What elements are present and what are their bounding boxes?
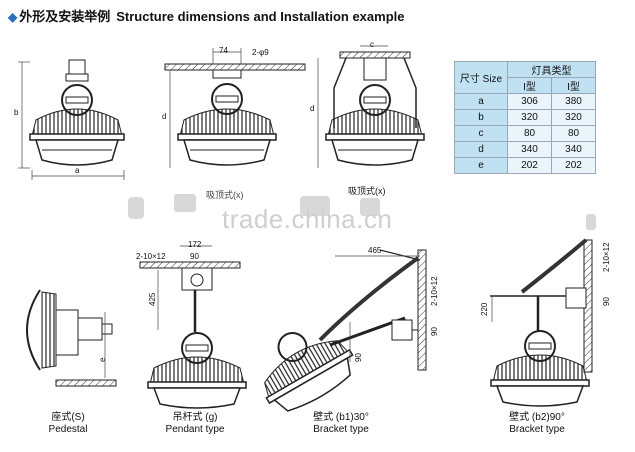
caption-pendant-zh: 吊杆式 (g) <box>172 412 218 423</box>
dim-b: b <box>14 108 19 117</box>
caption-ceiling-partial: 吸顶式(x) <box>206 190 244 200</box>
dim-425: 425 <box>148 292 157 306</box>
dim-90-v3: 90 <box>602 297 611 306</box>
cell-value: 202 <box>551 157 596 174</box>
cell-value: 340 <box>551 141 596 158</box>
caption-bracket90-zh: 壁式 (b2)90° <box>509 412 565 423</box>
title-en: Structure dimensions and Installation ex… <box>116 9 405 24</box>
size-table: 尺寸 Size 灯具类型 I型 I型 a 306 380 b 320 320 c… <box>454 61 596 174</box>
table-row: a 306 380 <box>454 93 596 110</box>
dim-hole: 2-φ9 <box>252 48 269 57</box>
dim-465: 465 <box>368 246 382 255</box>
blurred-row <box>128 194 596 230</box>
col-type-1: I型 <box>507 77 552 94</box>
page-title: ◆外形及安装举例 Structure dimensions and Install… <box>8 6 404 25</box>
caption-bracket-30: 壁式 (b1)30° Bracket type <box>296 412 386 436</box>
dim-bolt-2: 2-10×12 <box>430 276 439 306</box>
dim-e: e <box>98 357 107 362</box>
caption-pendant: 吊杆式 (g) Pendant type <box>150 412 240 436</box>
row-label: e <box>454 157 508 174</box>
lamp-pendant <box>139 245 247 409</box>
caption-pendant-en: Pendant type <box>165 424 225 435</box>
size-header: 尺寸 Size <box>454 61 508 94</box>
lamp-bracket-90 <box>490 238 593 407</box>
dim-d-2: d <box>310 104 315 113</box>
cell-value: 80 <box>507 125 552 142</box>
dim-90-v2: 90 <box>354 353 363 362</box>
lamp-front-view <box>18 59 125 180</box>
row-label: c <box>454 125 508 142</box>
dim-172: 172 <box>188 240 202 249</box>
table-row: d 340 340 <box>454 141 596 158</box>
diamond-icon: ◆ <box>8 10 18 24</box>
row-label: d <box>454 141 508 158</box>
caption-ceiling: 吸顶式(x) <box>348 186 386 196</box>
table-row: c 80 80 <box>454 125 596 142</box>
row-label: a <box>454 93 508 110</box>
lamp-ceiling-front <box>317 45 425 168</box>
table-row: e 202 202 <box>454 157 596 174</box>
dim-90-v1: 90 <box>430 327 439 336</box>
dim-bolt-3: 2-10×12 <box>602 242 611 272</box>
caption-bracket30-zh: 壁式 (b1)30° <box>313 412 369 423</box>
cell-value: 306 <box>507 93 552 110</box>
cell-value: 320 <box>551 109 596 126</box>
caption-pedestal: 座式(S) Pedestal <box>38 412 98 436</box>
row-label: b <box>454 109 508 126</box>
dim-d-1: d <box>162 112 167 121</box>
dim-220: 220 <box>480 302 489 316</box>
caption-pedestal-en: Pedestal <box>48 424 88 435</box>
lamp-bracket-30 <box>264 249 427 412</box>
cell-value: 320 <box>507 109 552 126</box>
caption-pedestal-zh: 座式(S) <box>51 412 85 423</box>
cell-value: 340 <box>507 141 552 158</box>
dim-74: 74 <box>219 46 228 55</box>
cell-value: 202 <box>507 157 552 174</box>
dim-a: a <box>75 166 80 175</box>
lamp-ceiling-side <box>164 48 306 168</box>
caption-bracket30-en: Bracket type <box>313 424 369 435</box>
col-type-2: I型 <box>551 77 596 94</box>
cell-value: 80 <box>551 125 596 142</box>
watermark: trade.china.cn <box>222 204 393 234</box>
caption-bracket90-en: Bracket type <box>509 424 565 435</box>
type-header: 灯具类型 <box>507 61 596 78</box>
cell-value: 380 <box>551 93 596 110</box>
title-zh: 外形及安装举例 <box>19 9 111 24</box>
dim-90: 90 <box>190 252 199 261</box>
dim-bolt-1: 2-10×12 <box>136 252 166 261</box>
caption-bracket-90: 壁式 (b2)90° Bracket type <box>492 412 582 436</box>
dim-c: c <box>370 40 374 49</box>
table-row: b 320 320 <box>454 109 596 126</box>
lamp-pedestal <box>26 289 117 387</box>
